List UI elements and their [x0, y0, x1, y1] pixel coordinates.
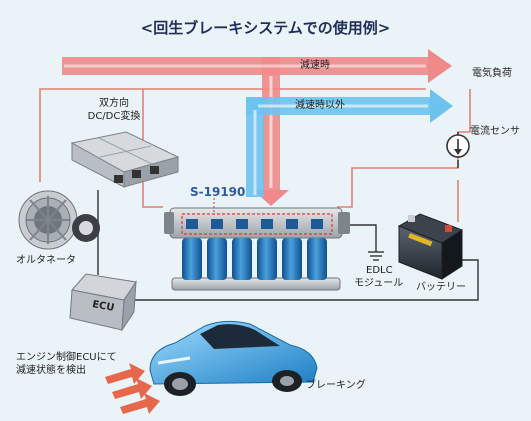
edlc-label-line1: EDLC: [366, 265, 393, 276]
edlc-label-line2: モジュール: [354, 278, 404, 289]
capacitor-board: [286, 219, 298, 229]
braking-label: ブレーキング: [306, 380, 366, 391]
decel-arrow: [62, 49, 452, 206]
car-icon: [149, 320, 318, 396]
capacitor-cell: [232, 238, 252, 280]
ecu-icon: [69, 273, 137, 332]
capacitor-cell: [182, 238, 202, 280]
converter-label-line1: 双方向: [99, 98, 129, 109]
page-title: <回生ブレーキシステムでの使用例>: [140, 19, 391, 37]
converter-label-line2: DC/DC変換: [87, 111, 141, 122]
current-sensor-label: 電流センサ: [470, 126, 520, 137]
ecu-caption-line1: エンジン制御ECUにて: [16, 352, 117, 363]
capacitor-cell: [307, 238, 327, 280]
capacitor-board: [186, 219, 198, 229]
capacitor-cell: [282, 238, 302, 280]
capacitor-cell: [257, 238, 277, 280]
capacitor-cell: [207, 238, 227, 280]
part-number-label: S-19190: [190, 185, 246, 199]
current-sensor-icon: [446, 134, 470, 158]
ecu-caption-line2: 減速状態を検出: [16, 365, 86, 376]
edlc-module-icon: [164, 198, 350, 291]
capacitor-board: [236, 219, 248, 229]
capacitor-board: [261, 219, 273, 229]
alternator-label: オルタネータ: [16, 255, 76, 266]
non-decel-label: 減速時以外: [295, 100, 345, 111]
electrical-load-label: 電気負荷: [472, 68, 512, 79]
battery-label: バッテリー: [416, 282, 466, 293]
ground-icon: [368, 248, 384, 261]
decel-label: 減速時: [300, 60, 330, 71]
converter-icon: [70, 131, 180, 188]
heat-arrows-icon: [105, 363, 160, 414]
capacitor-board: [311, 219, 323, 229]
non-decel-arrow: [246, 89, 453, 197]
capacitor-board: [211, 219, 223, 229]
alternator-icon: [18, 190, 100, 250]
battery-icon: [397, 213, 464, 280]
